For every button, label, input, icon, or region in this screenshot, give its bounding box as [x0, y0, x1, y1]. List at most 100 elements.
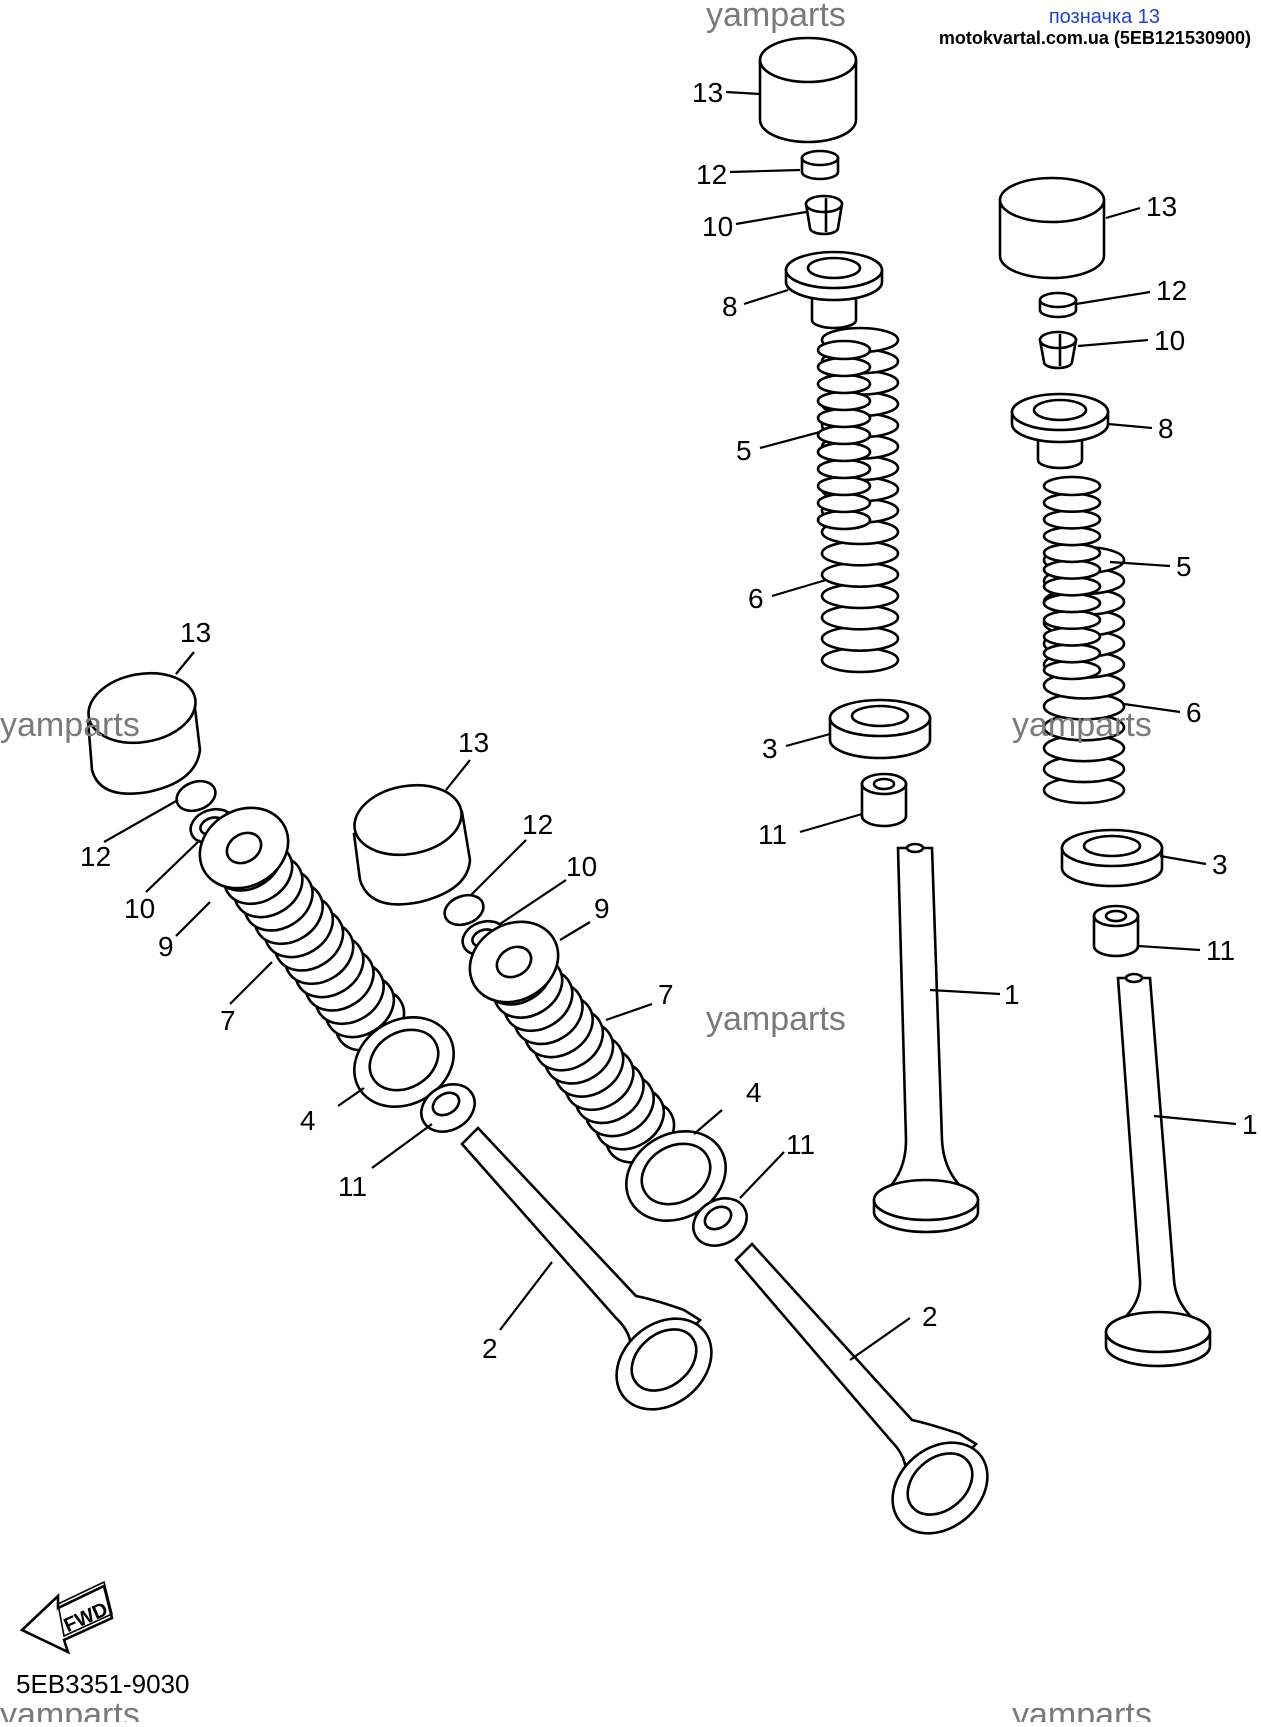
valve-assembly-a: [758, 36, 980, 1234]
adjusting-pad-d: [443, 893, 485, 927]
watermark: yamparts: [706, 1000, 846, 1038]
spring-coil: [1042, 525, 1102, 547]
callout-r2-13: 13: [1146, 191, 1177, 222]
callout-r2-3: 3: [1212, 849, 1228, 880]
spring-coil: [1042, 559, 1102, 580]
callout-l1-7: 7: [220, 1005, 236, 1036]
spring-coil: [816, 509, 872, 531]
valve-springs-b: [1042, 475, 1126, 805]
callout-r2-11: 11: [1206, 935, 1235, 966]
spring-coil: [1042, 626, 1102, 647]
adjusting-pad-c: [175, 779, 217, 813]
valve-cotter-b: [1038, 330, 1078, 370]
callout-r1-8: 8: [722, 291, 738, 322]
stem-seal-c: [420, 1083, 476, 1133]
diagram-code: 5EB3351-9030: [16, 1669, 190, 1699]
callout-r1-11: 11: [758, 819, 787, 850]
spring-seat-a: [828, 698, 932, 760]
intake-valve-a: [872, 842, 980, 1234]
intake-valve-b: [1104, 972, 1212, 1368]
spring-retainer-d: [468, 920, 560, 1004]
callout-l1-2: 2: [482, 1333, 498, 1364]
spring-coil: [1042, 509, 1102, 530]
spring-coil: [816, 424, 872, 446]
spring-retainer-b: [1010, 392, 1110, 470]
spring-coil: [1042, 592, 1102, 614]
valve-assembly-c: [86, 671, 713, 1411]
stem-seal-b: [1092, 904, 1140, 958]
callout-r2-12: 12: [1156, 275, 1187, 306]
spring-coil: [1042, 576, 1102, 597]
spring-coil: [816, 475, 872, 497]
adjusting-pad-a: [800, 149, 840, 181]
spring-coil: [816, 407, 872, 429]
stem-seal-d: [692, 1197, 748, 1247]
exhaust-valve-d: [734, 1242, 989, 1535]
callout-r1-6: 6: [748, 583, 764, 614]
spring-coil: [816, 458, 872, 480]
callout-r2-1: 1: [1242, 1109, 1258, 1140]
stem-seal-a: [860, 772, 908, 828]
callout-l2-10: 10: [566, 851, 597, 882]
spring-coil: [816, 390, 872, 412]
spring-coil: [1042, 642, 1102, 664]
watermark: yamparts: [706, 0, 846, 34]
valve-lifter-d: [352, 783, 472, 906]
callout-l2-2: 2: [922, 1301, 938, 1332]
spring-seat-c: [353, 1015, 455, 1109]
callout-l2-9: 9: [594, 893, 610, 924]
callout-numbers: 13 12 10 8 5 6 3 11 1 13 12 10 8 5 6 3 1…: [80, 77, 1258, 1364]
callout-r2-8: 8: [1158, 413, 1174, 444]
spring-seat-b: [1060, 828, 1164, 888]
spring-seat-d: [625, 1129, 727, 1223]
callout-r1-5: 5: [736, 435, 752, 466]
spring-retainer-c: [198, 806, 290, 890]
callout-l2-12: 12: [522, 809, 553, 840]
callout-l1-13: 13: [180, 617, 211, 648]
spring-coil: [816, 373, 872, 395]
spring-coil: [1042, 542, 1102, 564]
callout-r2-6: 6: [1186, 697, 1202, 728]
callout-r1-13: 13: [692, 77, 723, 108]
spring-coil: [816, 492, 872, 514]
callout-l2-11: 11: [786, 1129, 815, 1160]
valve-lifter-a: [758, 36, 858, 144]
valve-cotter-a: [804, 194, 844, 236]
callout-r1-1: 1: [1004, 979, 1020, 1010]
callout-r1-10: 10: [702, 211, 733, 242]
callout-l2-4: 4: [746, 1077, 762, 1108]
spring-coil: [816, 339, 872, 361]
spring-retainer-a: [784, 250, 884, 330]
callout-l2-7: 7: [658, 979, 674, 1010]
callout-l1-4: 4: [300, 1105, 316, 1136]
callout-r1-3: 3: [762, 733, 778, 764]
fwd-arrow-icon: FWD: [19, 1580, 114, 1655]
valve-lifter-c: [86, 671, 202, 795]
callout-l1-9: 9: [158, 931, 174, 962]
spring-coil: [1042, 659, 1102, 681]
callout-r1-12: 12: [696, 159, 727, 190]
part-tag: позначка 13: [1048, 6, 1160, 28]
watermark: yamparts: [1012, 706, 1152, 744]
valve-springs-a: [816, 326, 900, 674]
callout-r2-5: 5: [1176, 551, 1192, 582]
spring-coil: [1042, 492, 1102, 514]
valve-assembly-d: [352, 783, 989, 1535]
watermark: yamparts: [0, 706, 140, 744]
callout-l1-11: 11: [338, 1171, 367, 1202]
spring-coil: [1042, 475, 1102, 497]
callout-l2-13: 13: [458, 727, 489, 758]
leader-lines: [103, 90, 1237, 1361]
valve-lifter-b: [998, 176, 1106, 280]
callout-l1-12: 12: [80, 841, 111, 872]
callout-r2-10: 10: [1154, 325, 1185, 356]
watermark: yamparts: [1012, 1696, 1152, 1722]
adjusting-pad-b: [1038, 291, 1078, 319]
callout-l1-10: 10: [124, 893, 155, 924]
valve-assembly-b: [998, 176, 1212, 1368]
spring-coil: [816, 356, 872, 378]
spring-coil: [816, 441, 872, 463]
valve-springs-c: [212, 828, 406, 1052]
